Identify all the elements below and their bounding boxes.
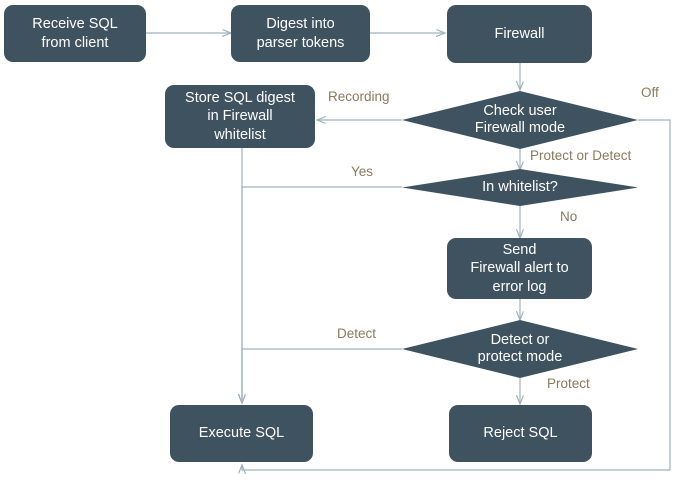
edge-label-protect-or-detect: Protect or Detect <box>530 148 632 163</box>
node-execute-sql-label: Execute SQL <box>198 425 285 442</box>
edge-label-detect: Detect <box>337 326 377 341</box>
node-reject-sql[interactable]: Reject SQL <box>449 405 592 462</box>
edge-label-recording: Recording <box>328 89 390 104</box>
edge-label-yes: Yes <box>351 164 374 179</box>
node-receive-sql-label: Receive SQL from client <box>32 16 118 51</box>
node-detect-or-protect-mode[interactable]: Detect or protect mode <box>402 320 638 378</box>
node-alert-label: Send Firewall alert to error log <box>470 242 569 295</box>
diamond-shape-check-mode <box>402 91 638 149</box>
node-in-whitelist[interactable]: In whitelist? <box>402 169 638 206</box>
node-in-whitelist-label: In whitelist? <box>482 178 558 195</box>
diamond-shape-in-whitelist <box>402 169 638 206</box>
node-check-mode-label: Check user Firewall mode <box>474 102 566 136</box>
node-send-firewall-alert[interactable]: Send Firewall alert to error log <box>447 238 592 299</box>
node-reject-sql-label: Reject SQL <box>483 425 558 442</box>
node-firewall[interactable]: Firewall <box>447 5 592 63</box>
node-firewall-label: Firewall <box>494 25 545 42</box>
node-execute-sql[interactable]: Execute SQL <box>170 405 313 462</box>
node-digest-label: Digest into parser tokens <box>256 16 345 51</box>
node-receive-sql[interactable]: Receive SQL from client <box>4 5 146 62</box>
node-digest-into-parser-tokens[interactable]: Digest into parser tokens <box>231 5 370 62</box>
node-store-label: Store SQL digest in Firewall whitelist <box>185 90 295 143</box>
edge-label-off: Off <box>641 85 659 100</box>
edge-label-protect: Protect <box>547 376 590 391</box>
edge-detmode-to-execute <box>242 348 402 403</box>
node-check-user-firewall-mode[interactable]: Check user Firewall mode <box>402 91 638 149</box>
node-store-sql-digest[interactable]: Store SQL digest in Firewall whitelist <box>165 85 315 148</box>
edge-checkmode-off-to-execute <box>242 119 671 470</box>
diamond-shape-detect-or-protect <box>402 320 638 378</box>
edge-label-no: No <box>560 209 578 224</box>
node-detect-or-protect-label: Detect or protect mode <box>477 331 563 365</box>
edge-whitelist-to-execute <box>242 186 402 403</box>
